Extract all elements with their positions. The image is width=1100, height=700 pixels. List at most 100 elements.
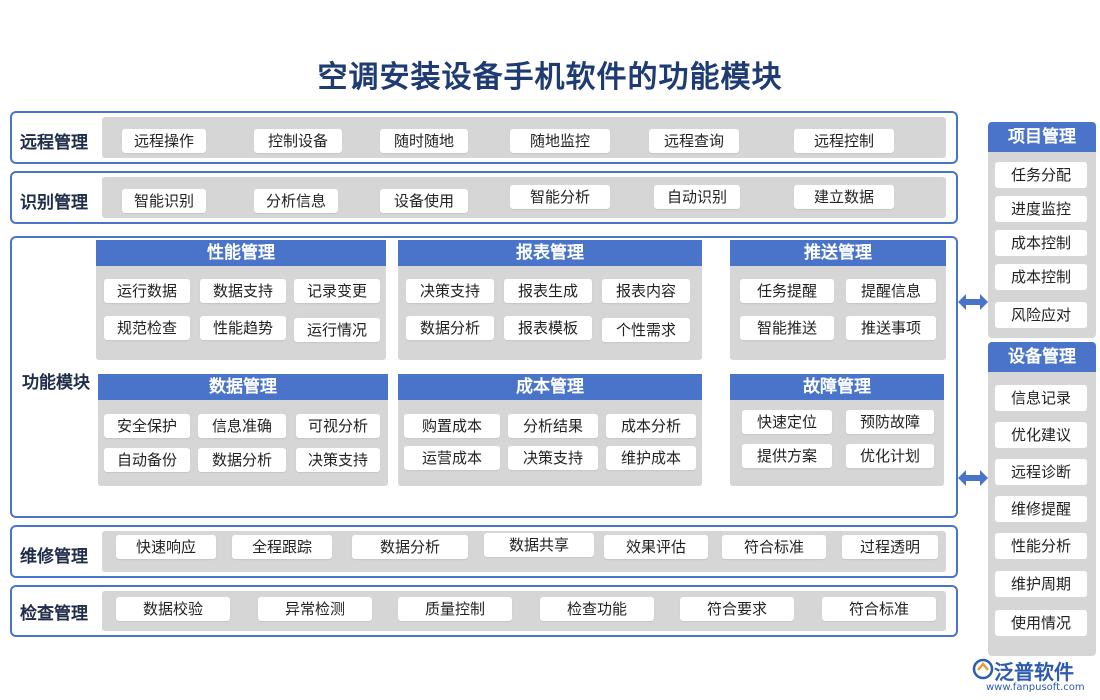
- chip: 购置成本: [404, 414, 500, 438]
- chip: 分析结果: [508, 414, 598, 438]
- chip: 远程查询: [649, 129, 739, 153]
- chip: 数据分析: [352, 535, 468, 559]
- report-management-group: 报表管理 决策支持 报表生成 报表内容 数据分析 报表模板 个性需求: [398, 240, 702, 360]
- chip: 提醒信息: [846, 279, 936, 303]
- chip: 自动识别: [654, 185, 740, 209]
- chip: 信息准确: [198, 414, 286, 438]
- remote-management-label: 远程管理: [20, 133, 88, 153]
- remote-management-row: 远程管理 远程操作 控制设备 随时随地 随地监控 远程查询 远程控制: [10, 111, 958, 164]
- repair-management-strip: 快速响应 全程跟踪 数据分析 数据共享 效果评估 符合标准 过程透明: [102, 531, 946, 572]
- chip: 报表模板: [504, 316, 592, 340]
- chip: 智能识别: [122, 189, 206, 213]
- chip: 随时随地: [380, 129, 468, 153]
- inspection-management-strip: 数据校验 异常检测 质量控制 检查功能 符合要求 符合标准: [102, 591, 946, 631]
- side-item: 远程诊断: [995, 459, 1087, 485]
- brand-logo: 泛普软件 www.fanpusoft.com: [972, 656, 1096, 696]
- project-management-panel: 项目管理 任务分配 进度监控 成本控制 成本控制 风险应对: [988, 122, 1096, 338]
- chip: 数据共享: [484, 533, 594, 557]
- repair-management-label: 维修管理: [20, 547, 88, 567]
- chip: 规范检查: [104, 316, 190, 340]
- chip: 符合要求: [680, 597, 794, 621]
- cost-management-group: 成本管理 购置成本 分析结果 成本分析 运营成本 决策支持 维护成本: [398, 374, 702, 486]
- inspection-management-label: 检查管理: [20, 604, 88, 624]
- chip: 数据分析: [198, 448, 286, 472]
- equipment-management-title: 设备管理: [988, 342, 1096, 372]
- logo-name: 泛普软件: [994, 660, 1074, 684]
- side-item: 进度监控: [995, 196, 1087, 222]
- chip: 维护成本: [606, 446, 696, 470]
- function-module-label: 功能模块: [22, 373, 90, 393]
- chip: 符合标准: [822, 597, 936, 621]
- chip: 数据分析: [406, 316, 494, 340]
- chip: 快速定位: [742, 410, 832, 434]
- chip: 推送事项: [846, 316, 936, 340]
- chip: 建立数据: [794, 185, 894, 209]
- chip: 随地监控: [510, 129, 610, 153]
- chip: 远程操作: [122, 129, 206, 153]
- chip: 可视分析: [296, 414, 380, 438]
- side-item: 维修提醒: [995, 496, 1087, 522]
- side-item: 成本控制: [995, 264, 1087, 290]
- equipment-management-panel: 设备管理 信息记录 优化建议 远程诊断 维修提醒 性能分析 维护周期 使用情况: [988, 342, 1096, 656]
- chip: 运行情况: [294, 318, 380, 342]
- recognition-management-strip: 智能识别 分析信息 设备使用 智能分析 自动识别 建立数据: [102, 177, 946, 218]
- chip: 报表生成: [504, 279, 592, 303]
- data-management-group: 数据管理 安全保护 信息准确 可视分析 自动备份 数据分析 决策支持: [98, 374, 388, 486]
- chip: 检查功能: [540, 597, 654, 621]
- group-title: 性能管理: [96, 240, 386, 266]
- double-arrow-icon: [958, 470, 988, 486]
- chip: 控制设备: [254, 129, 342, 153]
- side-item: 任务分配: [995, 162, 1087, 188]
- recognition-management-row: 识别管理 智能识别 分析信息 设备使用 智能分析 自动识别 建立数据: [10, 171, 958, 224]
- page-title: 空调安装设备手机软件的功能模块: [317, 60, 783, 95]
- recognition-management-label: 识别管理: [20, 193, 88, 213]
- side-item: 使用情况: [995, 610, 1087, 636]
- chip: 决策支持: [508, 446, 598, 470]
- side-item: 信息记录: [995, 385, 1087, 411]
- chip: 分析信息: [254, 189, 338, 213]
- chip: 运行数据: [104, 279, 190, 303]
- side-item: 风险应对: [995, 302, 1087, 328]
- chip: 成本分析: [606, 414, 696, 438]
- chip: 符合标准: [722, 535, 826, 559]
- chip: 自动备份: [104, 448, 190, 472]
- chip: 过程透明: [842, 535, 938, 559]
- group-title: 故障管理: [730, 374, 944, 400]
- remote-management-strip: 远程操作 控制设备 随时随地 随地监控 远程查询 远程控制: [102, 117, 946, 158]
- chip: 决策支持: [296, 448, 380, 472]
- chip: 效果评估: [604, 535, 708, 559]
- project-management-title: 项目管理: [988, 122, 1096, 152]
- performance-management-group: 性能管理 运行数据 数据支持 记录变更 规范检查 性能趋势 运行情况: [96, 240, 386, 360]
- side-item: 性能分析: [995, 533, 1087, 559]
- chip: 提供方案: [742, 444, 832, 468]
- chip: 异常检测: [258, 597, 372, 621]
- chip: 数据支持: [200, 279, 286, 303]
- chip: 数据校验: [116, 597, 230, 621]
- repair-management-row: 维修管理 快速响应 全程跟踪 数据分析 数据共享 效果评估 符合标准 过程透明: [10, 525, 958, 578]
- chip: 质量控制: [398, 597, 512, 621]
- logo-url: www.fanpusoft.com: [986, 682, 1085, 693]
- group-title: 报表管理: [398, 240, 702, 266]
- side-item: 成本控制: [995, 230, 1087, 256]
- chip: 记录变更: [294, 279, 380, 303]
- logo-mark-icon: [972, 658, 994, 680]
- chip: 运营成本: [404, 446, 500, 470]
- chip: 决策支持: [406, 279, 494, 303]
- chip: 个性需求: [602, 318, 690, 342]
- chip: 远程控制: [794, 129, 894, 153]
- chip: 全程跟踪: [232, 535, 332, 559]
- group-title: 成本管理: [398, 374, 702, 400]
- chip: 快速响应: [116, 535, 216, 559]
- group-title: 数据管理: [98, 374, 388, 400]
- side-item: 维护周期: [995, 571, 1087, 597]
- chip: 任务提醒: [740, 279, 834, 303]
- chip: 智能推送: [740, 316, 834, 340]
- function-module-panel: 功能模块 性能管理 运行数据 数据支持 记录变更 规范检查 性能趋势 运行情况 …: [10, 236, 958, 518]
- chip: 安全保护: [104, 414, 190, 438]
- chip: 设备使用: [380, 189, 468, 213]
- group-title: 推送管理: [730, 240, 946, 266]
- inspection-management-row: 检查管理 数据校验 异常检测 质量控制 检查功能 符合要求 符合标准: [10, 585, 958, 637]
- fault-management-group: 故障管理 快速定位 预防故障 提供方案 优化计划: [730, 374, 944, 486]
- side-item: 优化建议: [995, 422, 1087, 448]
- push-management-group: 推送管理 任务提醒 提醒信息 智能推送 推送事项: [730, 240, 946, 360]
